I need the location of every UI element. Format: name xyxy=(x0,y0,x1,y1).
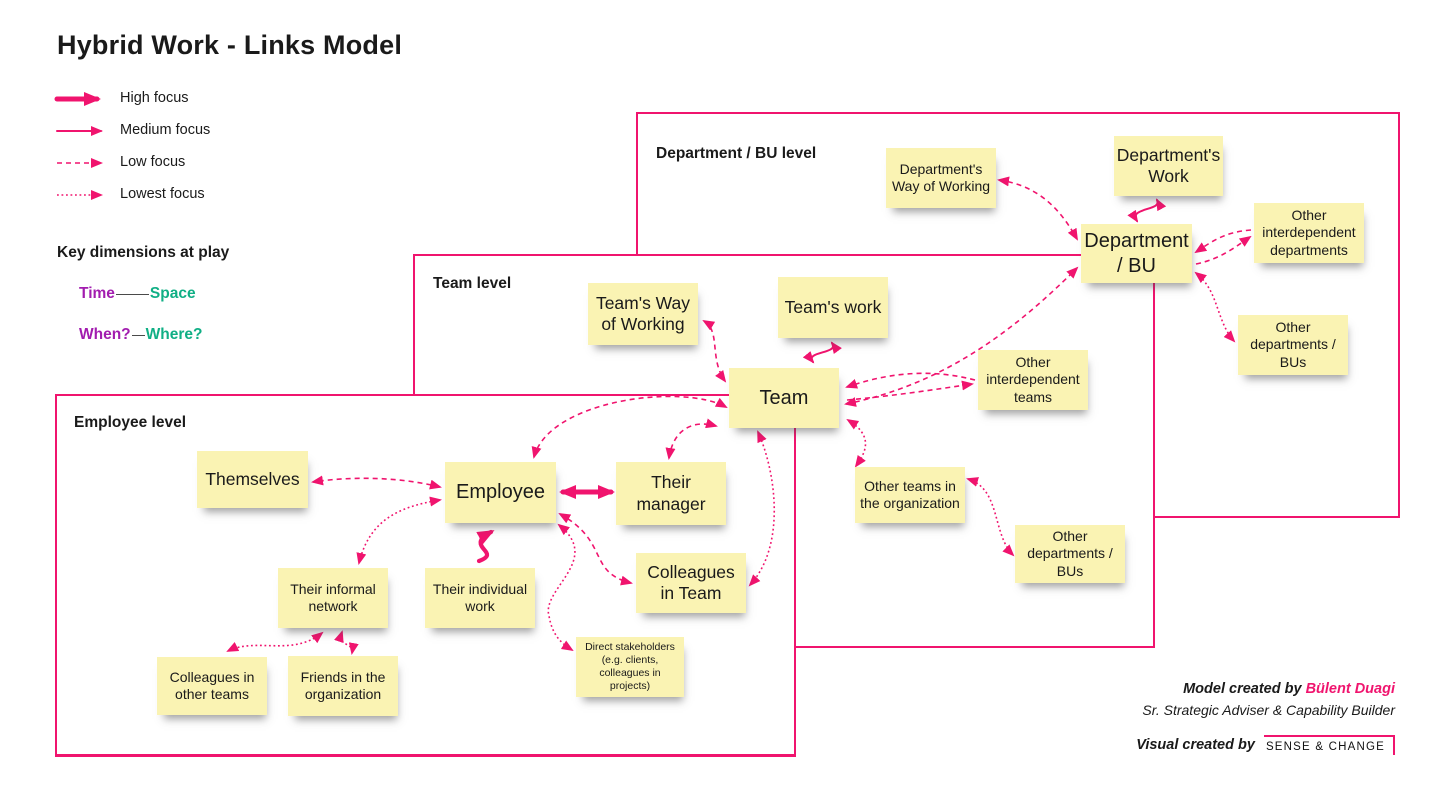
sticky-note-friends-in-organization: Friends in the organization xyxy=(288,656,398,716)
sticky-note-their-individual-work: Their individual work xyxy=(425,568,535,628)
sticky-note-teams-way-of-working: Team's Way of Working xyxy=(588,283,698,345)
sticky-note-dept-way-of-working: Department's Way of Working xyxy=(886,148,996,208)
dimension-connector-line xyxy=(131,334,145,336)
sticky-note-dept-work: Department's Work xyxy=(1114,136,1223,196)
dimension-pair-time-space: Time Space xyxy=(79,285,229,303)
credits-block: Model created by Bülent Duagi Sr. Strate… xyxy=(1136,681,1395,755)
legend-label-medium-focus: Medium focus xyxy=(120,122,211,138)
sticky-note-teams-work: Team's work xyxy=(778,277,888,338)
dimension-space: Space xyxy=(149,285,196,302)
model-author-title: Sr. Strategic Adviser & Capability Build… xyxy=(1142,702,1395,718)
key-dimensions-block: Key dimensions at play Time Space When? … xyxy=(57,244,229,344)
model-credit-prefix: Model created by xyxy=(1183,681,1306,697)
sticky-note-other-interdependent-departments: Other interdependent departments xyxy=(1254,203,1364,263)
sticky-note-other-interdependent-teams: Other interdependent teams xyxy=(978,350,1088,410)
sticky-note-team: Team xyxy=(729,368,839,428)
dimension-when: When? xyxy=(79,326,131,343)
sticky-note-other-departments-bus: Other departments / BUs xyxy=(1238,315,1348,375)
key-dimensions-heading: Key dimensions at play xyxy=(57,244,230,261)
visual-credit-line: Visual created by SENSE & CHANGE xyxy=(1136,735,1395,755)
legend-label-lowest-focus: Lowest focus xyxy=(120,186,205,202)
sticky-note-their-manager: Their manager xyxy=(616,462,726,525)
visual-credit-prefix: Visual created by xyxy=(1136,737,1255,753)
sticky-note-direct-stakeholders: Direct stakeholders (e.g. clients, colle… xyxy=(576,637,684,697)
sticky-note-other-departments-bus: Other departments / BUs xyxy=(1015,525,1125,583)
dimension-where: Where? xyxy=(145,326,203,343)
panel-label-team: Team level xyxy=(433,275,512,292)
model-author: Bülent Duagi xyxy=(1305,681,1395,697)
legend-label-low-focus: Low focus xyxy=(120,154,186,170)
sticky-note-employee: Employee xyxy=(445,462,556,523)
dimension-time: Time xyxy=(79,285,115,302)
sticky-note-department-bu: Department / BU xyxy=(1081,224,1192,283)
panel-label-employee: Employee level xyxy=(74,414,187,431)
sticky-note-their-informal-network: Their informal network xyxy=(278,568,388,628)
sticky-note-themselves: Themselves xyxy=(197,451,308,508)
panel-label-department: Department / BU level xyxy=(656,145,817,162)
legend-label-high-focus: High focus xyxy=(120,90,189,106)
model-credit-line: Model created by Bülent Duagi xyxy=(1136,681,1395,697)
sticky-note-colleagues-in-team: Colleagues in Team xyxy=(636,553,746,613)
sticky-note-other-teams-in-organization: Other teams in the organization xyxy=(855,467,965,523)
sticky-note-colleagues-in-other-teams: Colleagues in other teams xyxy=(157,657,267,715)
page-title: Hybrid Work - Links Model xyxy=(57,30,403,60)
dimension-connector-line xyxy=(115,293,149,295)
dimension-pair-when-where: When? Where? xyxy=(79,326,229,344)
sense-and-change-logo: SENSE & CHANGE xyxy=(1263,735,1395,755)
